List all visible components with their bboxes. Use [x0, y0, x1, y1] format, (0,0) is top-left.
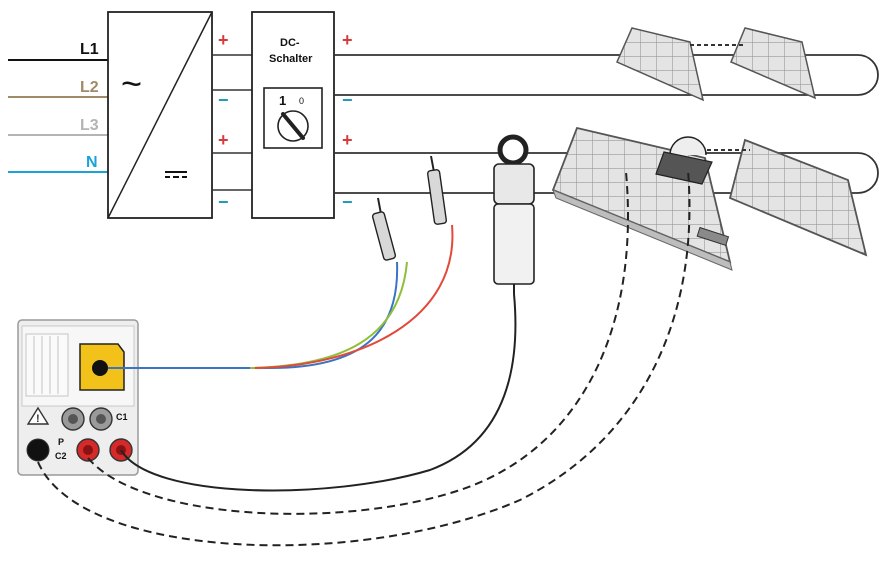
irradiance-sensor	[655, 136, 713, 185]
terminal-label-p: P	[58, 437, 64, 447]
pv-panel-large-2	[728, 138, 868, 257]
minus-mark: −	[342, 192, 353, 212]
switch-pos-off: 0	[299, 96, 304, 106]
terminal-label-c2: C2	[55, 451, 67, 461]
plus-mark: +	[218, 30, 229, 50]
terminal-black[interactable]	[26, 438, 50, 462]
label-l1: L1	[80, 41, 99, 58]
string-2-loop	[334, 152, 879, 194]
label-n: N	[86, 154, 98, 171]
minus-mark: −	[342, 90, 353, 110]
plus-mark: +	[218, 130, 229, 150]
pv-panel-small-2	[730, 27, 817, 100]
switch-pos-on: 1	[279, 93, 286, 108]
minus-mark: −	[218, 90, 229, 110]
dc-switch-title-2: Schalter	[269, 53, 313, 65]
ac-symbol: ~	[121, 63, 142, 104]
display-grille	[25, 333, 69, 397]
lead-red	[254, 224, 454, 369]
measurement-instrument: ! C1 P C2	[17, 319, 139, 476]
plus-mark: +	[342, 130, 353, 150]
string-1-loop	[334, 54, 879, 96]
label-l2: L2	[80, 79, 99, 96]
clamp-cable	[120, 293, 517, 492]
test-probe-1	[371, 197, 397, 261]
temperature-probe	[696, 226, 730, 247]
pv-panel-small-1	[616, 27, 705, 102]
lead-blue	[108, 261, 399, 369]
warning-icon: !	[26, 406, 50, 425]
lead-green	[249, 261, 408, 369]
terminal-label-c1: C1	[116, 412, 128, 422]
minus-mark: −	[218, 192, 229, 212]
plus-mark: +	[342, 30, 353, 50]
label-l3: L3	[80, 117, 99, 134]
dc-switch-title-1: DC-	[280, 37, 300, 49]
current-clamp	[493, 134, 535, 294]
dc-switch-box: DC- Schalter 1 0	[251, 11, 335, 219]
dc-symbol	[165, 171, 187, 178]
sensor-cable-2	[37, 169, 691, 547]
svg-text:!: !	[36, 413, 40, 425]
sensor-cable-1	[87, 171, 629, 515]
test-probe-2	[426, 155, 448, 225]
inverter-box: ~	[107, 11, 213, 219]
